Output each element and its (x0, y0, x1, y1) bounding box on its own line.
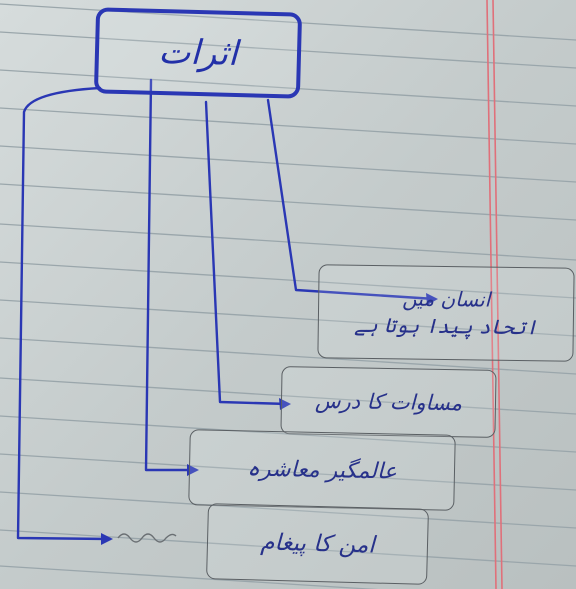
pencil-squiggle (117, 533, 177, 543)
ruled-line (0, 107, 576, 145)
effect-text: مساوات کا درس (314, 388, 463, 416)
ruled-line (0, 529, 576, 567)
title-box: اثرات (93, 7, 303, 99)
ruled-line (0, 299, 576, 337)
effect-text-line: اتحاد پیدا ہوتا ہے (354, 312, 538, 340)
arrowhead-b3 (187, 464, 199, 476)
effect-box-peace: امن کا پیغام (206, 503, 429, 585)
ruled-line (0, 3, 576, 41)
connector-b4 (16, 86, 112, 541)
ruled-line (0, 69, 576, 107)
ruled-line (0, 377, 576, 415)
arrowhead-b4 (101, 533, 113, 545)
ruled-line (0, 337, 576, 375)
ruled-line (0, 31, 576, 69)
margin-line-right (492, 0, 503, 589)
margin-line-left (486, 0, 497, 589)
effect-box-unity: انسان میں اتحاد پیدا ہوتا ہے (317, 264, 575, 362)
ruled-line (0, 491, 576, 529)
title-text: اثرات (157, 31, 239, 75)
effect-box-equality: مساوات کا درس (280, 366, 497, 438)
ruled-lines (0, 3, 576, 589)
effect-text: عالمگیر معاشرہ (246, 455, 398, 485)
effect-text: امن کا پیغام (259, 529, 376, 559)
ruled-line (0, 183, 576, 221)
ruled-line (0, 415, 576, 453)
effect-box-universal-society: عالمگیر معاشرہ (188, 429, 456, 511)
ruled-line (0, 261, 576, 299)
ruled-line (0, 453, 576, 491)
arrowhead-b1 (426, 293, 438, 305)
ruled-line (0, 145, 576, 183)
connector-b3 (144, 78, 198, 472)
ruled-line (0, 565, 379, 589)
connector-b2 (204, 100, 290, 406)
connector-b1 (266, 98, 437, 301)
arrowhead-b2 (279, 398, 291, 410)
effect-text-line: انسان میں (402, 286, 491, 312)
